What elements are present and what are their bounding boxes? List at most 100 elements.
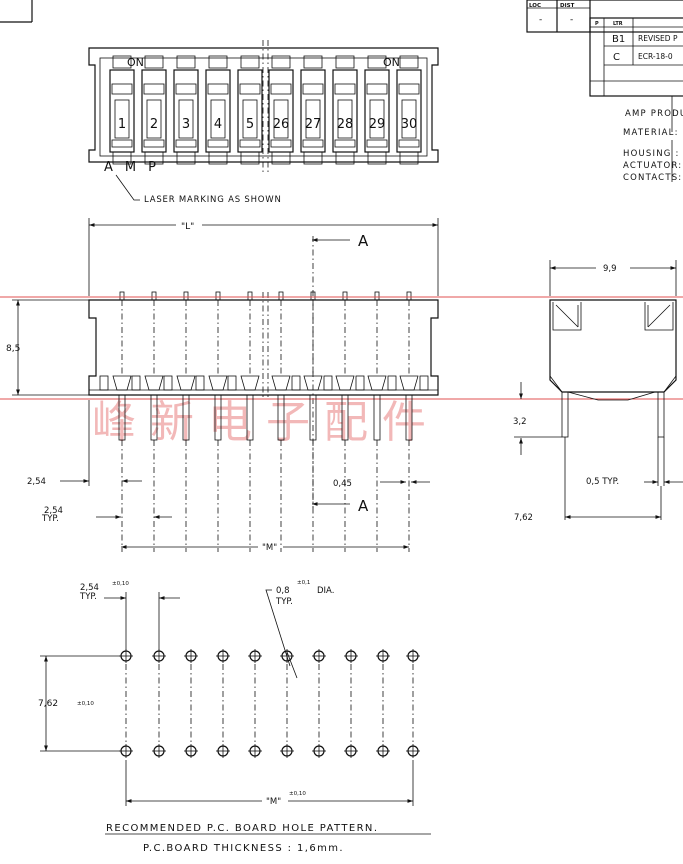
hole-dia: 0,8 <box>276 586 290 596</box>
front-actuator <box>399 375 419 391</box>
housing-label: HOUSING : <box>623 149 680 159</box>
switch-window <box>337 99 353 139</box>
front-actuator <box>112 375 132 391</box>
rev-ltr-c: C <box>613 52 620 63</box>
front-rib <box>195 375 205 391</box>
front-rib <box>291 375 301 391</box>
front-tab <box>342 291 348 301</box>
switch-tab-top <box>112 55 132 69</box>
front-rib <box>99 375 109 391</box>
height-dim: 8,5 <box>6 344 20 354</box>
dist-label: DIST <box>560 3 575 9</box>
switch-number: 29 <box>369 117 386 132</box>
amp-product: AMP PRODU <box>625 109 683 119</box>
switch-actuator-top <box>398 83 420 95</box>
front-tab <box>151 291 157 301</box>
section-A-top: A <box>358 232 369 250</box>
front-actuators <box>99 291 429 391</box>
switch-actuator-top <box>207 83 229 95</box>
contacts-label: CONTACTS: <box>623 173 682 183</box>
switch-actuator-top <box>143 83 165 95</box>
switch-tab-bottom <box>335 151 355 165</box>
material-label: MATERIAL: <box>623 128 679 138</box>
loc-label: LOC <box>529 3 541 9</box>
switch-actuator-top <box>111 83 133 95</box>
switch-number: 30 <box>401 117 418 132</box>
actuator-label: ACTUATOR: <box>623 161 682 171</box>
switch-number: 26 <box>273 117 290 132</box>
switch-tab-top <box>144 55 164 69</box>
switch-actuator-bottom <box>398 139 420 148</box>
switch-tab-top <box>399 55 419 69</box>
switch-tab-top <box>240 55 260 69</box>
switch-actuator-bottom <box>366 139 388 148</box>
front-actuator <box>271 375 291 391</box>
switch-actuator-bottom <box>239 139 261 148</box>
laser-marking-note: LASER MARKING AS SHOWN <box>144 195 282 205</box>
front-actuator <box>208 375 228 391</box>
hole-pattern-title: RECOMMENDED P.C. BOARD HOLE PATTERN. <box>106 823 378 834</box>
switch-window <box>273 99 289 139</box>
p-label: P <box>595 21 599 27</box>
front-view: "L" A 8,5 2,54 2,54 TYP. 0,4 <box>0 218 683 553</box>
hole-pitch: 2,54 <box>80 583 99 593</box>
dim-M-front: "M" <box>262 543 277 553</box>
switch-tab-top <box>303 55 323 69</box>
pin-width-dim: 0,45 <box>333 479 352 489</box>
switch-actuator-top <box>334 83 356 95</box>
front-actuator <box>367 375 387 391</box>
switch-actuator-bottom <box>302 139 324 148</box>
front-actuator <box>240 375 260 391</box>
switch-actuator-bottom <box>175 139 197 148</box>
pitch-dim: 2,54 <box>44 506 63 516</box>
front-actuator <box>303 375 323 391</box>
hole-row-tol: ±0,10 <box>77 701 94 707</box>
side-view: 9,9 3,2 0,5 TYP. 7,62 <box>513 260 683 523</box>
row-spacing-side: 7,62 <box>514 513 533 523</box>
switch-tab-top <box>367 55 387 69</box>
front-tab <box>374 291 380 301</box>
front-actuator <box>335 375 355 391</box>
front-tab <box>406 291 412 301</box>
switch-tab-bottom <box>271 151 291 165</box>
switch-window <box>369 99 385 139</box>
rev-ltr-b1: B1 <box>612 34 625 45</box>
rev-desc-b1: REVISED P <box>638 34 678 43</box>
hole-typ: TYP. <box>275 597 293 607</box>
hole-dim-M: "M" <box>266 797 281 807</box>
watermark: 峰 新 电 子 配 件 <box>92 397 426 448</box>
switch-tab-top <box>208 55 228 69</box>
switch-tab-bottom <box>144 151 164 165</box>
hole-grid <box>119 649 420 758</box>
front-rib <box>323 375 333 391</box>
dim-L-label: "L" <box>181 222 194 232</box>
switch-actuator-bottom <box>334 139 356 148</box>
switch-window <box>146 99 162 139</box>
switch-window <box>305 99 321 139</box>
front-pins <box>118 394 413 552</box>
switch-tab-bottom <box>367 151 387 165</box>
switch-number: 5 <box>246 117 254 132</box>
on-label-right: ON <box>383 56 400 69</box>
pin-offset-dim: 2,54 <box>27 477 46 487</box>
ltr-label: LTR <box>613 21 623 27</box>
switch-number: 1 <box>118 117 126 132</box>
front-rib <box>419 375 429 391</box>
switch-actuator-bottom <box>143 139 165 148</box>
front-tab <box>247 291 253 301</box>
pcb-thickness-note: P.C.BOARD THICKNESS : 1,6mm. <box>143 843 344 854</box>
front-rib <box>387 375 397 391</box>
switch-number: 4 <box>214 117 222 132</box>
on-label-left: ON <box>127 56 144 69</box>
section-A-bottom: A <box>358 497 369 515</box>
switch-actuator-top <box>239 83 261 95</box>
switch-actuator-top <box>302 83 324 95</box>
switch-actuator-bottom <box>270 139 292 148</box>
switch-tab-top <box>335 55 355 69</box>
switch-window <box>178 99 194 139</box>
switch-window <box>242 99 258 139</box>
hole-pitch-typ: TYP. <box>79 592 97 602</box>
switch-actuator-bottom <box>207 139 229 148</box>
